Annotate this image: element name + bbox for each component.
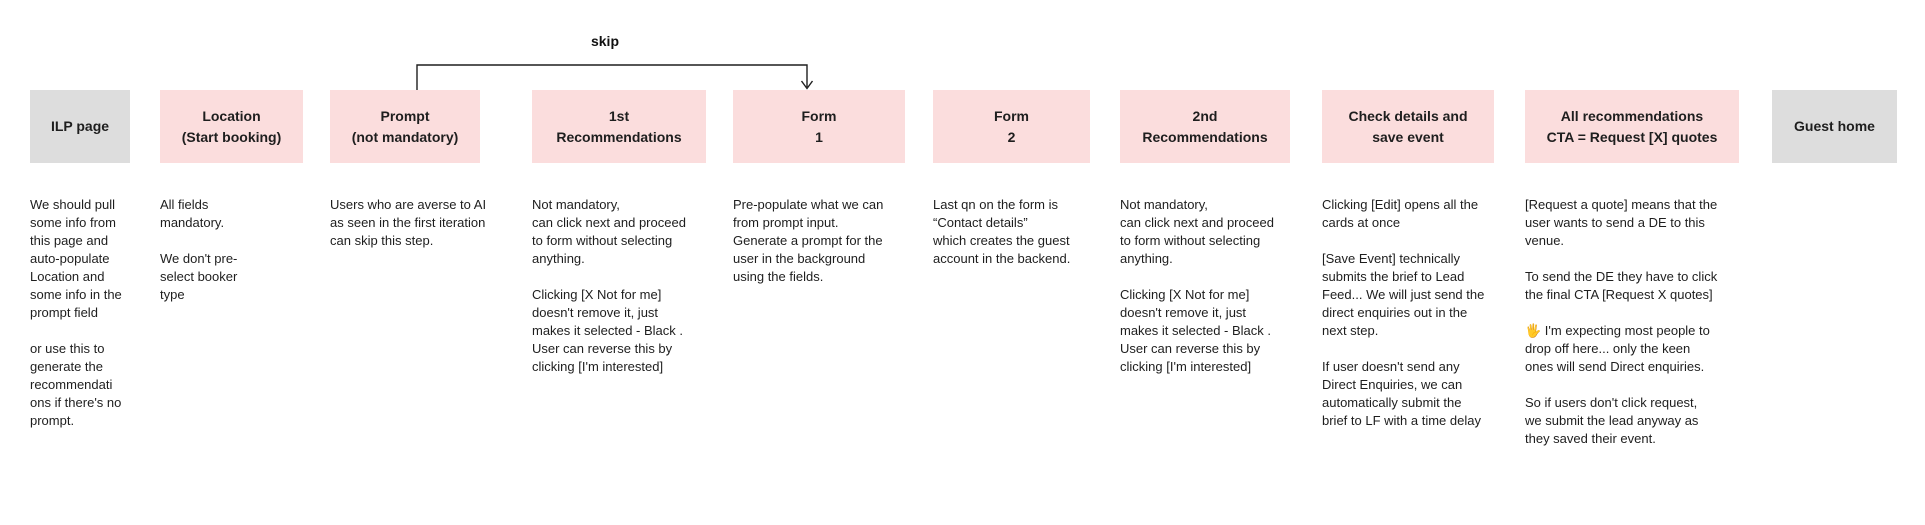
step-title: Check details and save event	[1348, 107, 1468, 145]
flow-step-location: Location (Start booking) All fields mand…	[160, 90, 303, 304]
step-title: Prompt (not mandatory)	[351, 107, 459, 145]
flow-step-all-recommendations-cta: All recommendations CTA = Request [X] qu…	[1525, 90, 1739, 448]
flow-step-form-2: Form 2 Last qn on the form is “Contact d…	[933, 90, 1090, 268]
step-notes[interactable]: We should pull some info from this page …	[30, 197, 122, 428]
step-box-ilp-page[interactable]: ILP page	[30, 90, 130, 163]
flow-step-form-1: Form 1 Pre-populate what we can from pro…	[733, 90, 905, 286]
flow-step-ilp-page: ILP page We should pull some info from t…	[30, 90, 130, 430]
step-notes[interactable]: Not mandatory, can click next and procee…	[532, 197, 686, 374]
skip-connector-arrow[interactable]	[410, 57, 814, 93]
step-notes[interactable]: Pre-populate what we can from prompt inp…	[733, 197, 884, 284]
step-box-location[interactable]: Location (Start booking)	[160, 90, 303, 163]
step-title: All recommendations CTA = Request [X] qu…	[1546, 107, 1718, 145]
step-title: Location (Start booking)	[181, 107, 282, 145]
flow-step-prompt: Prompt (not mandatory) Users who are ave…	[330, 90, 486, 250]
step-title: 2nd Recommendations	[1142, 107, 1268, 145]
step-box-first-recommendations[interactable]: 1st Recommendations	[532, 90, 706, 163]
step-box-guest-home[interactable]: Guest home	[1772, 90, 1897, 163]
step-title: Form 1	[801, 107, 837, 145]
step-box-form-2[interactable]: Form 2	[933, 90, 1090, 163]
step-notes[interactable]: [Request a quote] means that the user wa…	[1525, 197, 1718, 446]
step-notes[interactable]: Last qn on the form is “Contact details”…	[933, 197, 1071, 266]
flow-step-second-recommendations: 2nd Recommendations Not mandatory, can c…	[1120, 90, 1290, 376]
step-box-prompt[interactable]: Prompt (not mandatory)	[330, 90, 480, 163]
step-title: Guest home	[1794, 118, 1875, 134]
step-box-check-details-save-event[interactable]: Check details and save event	[1322, 90, 1494, 163]
step-notes[interactable]: Clicking [Edit] opens all the cards at o…	[1322, 197, 1485, 428]
step-title: Form 2	[994, 107, 1029, 145]
flow-step-check-details-save-event: Check details and save event Clicking [E…	[1322, 90, 1494, 430]
step-notes[interactable]: Users who are averse to AI as seen in th…	[330, 197, 487, 248]
flow-step-first-recommendations: 1st Recommendations Not mandatory, can c…	[532, 90, 706, 376]
step-box-form-1[interactable]: Form 1	[733, 90, 905, 163]
step-title: ILP page	[50, 118, 110, 134]
step-box-second-recommendations[interactable]: 2nd Recommendations	[1120, 90, 1290, 163]
step-box-all-recommendations-cta[interactable]: All recommendations CTA = Request [X] qu…	[1525, 90, 1739, 163]
skip-connector-label[interactable]: skip	[590, 33, 619, 49]
flow-step-guest-home: Guest home	[1772, 90, 1897, 163]
step-title: 1st Recommendations	[556, 107, 682, 145]
step-notes[interactable]: All fields mandatory. We don't pre- sele…	[160, 197, 238, 302]
step-notes[interactable]: Not mandatory, can click next and procee…	[1120, 197, 1274, 374]
